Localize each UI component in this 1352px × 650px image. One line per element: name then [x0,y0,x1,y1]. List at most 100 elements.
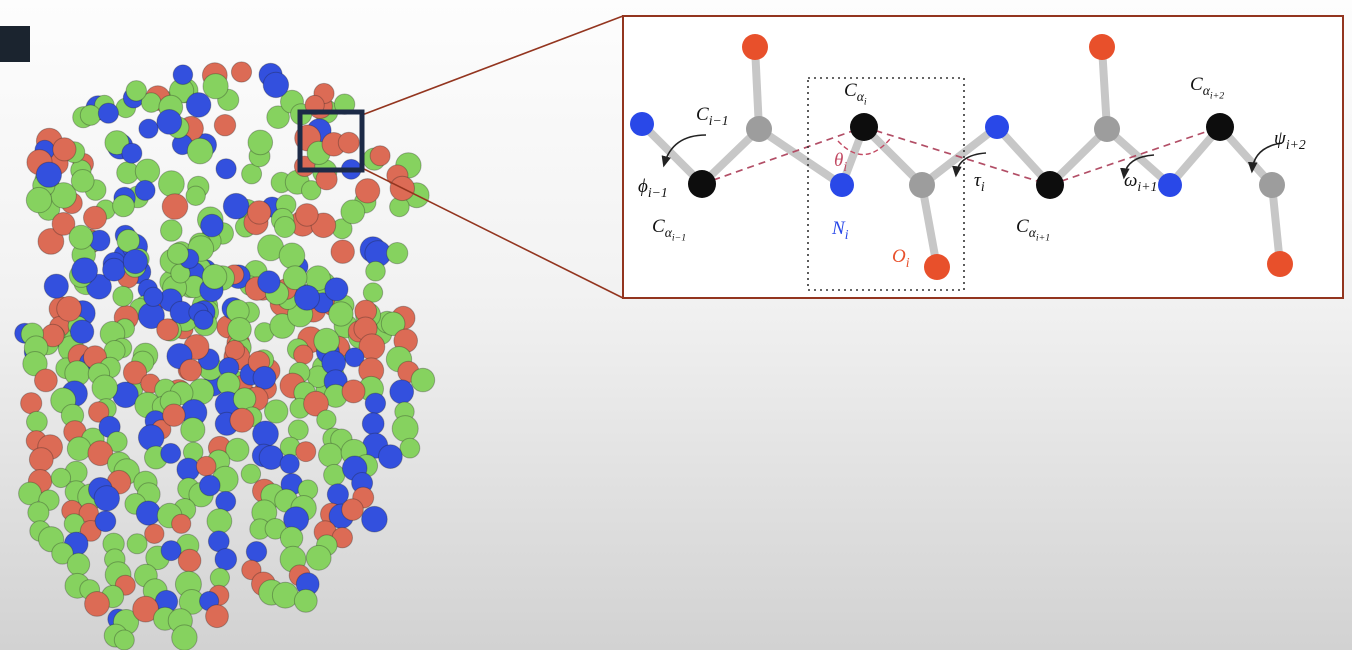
protein-sphere [316,409,337,430]
protein-sphere [258,445,284,470]
protein-sphere [79,104,102,126]
protein-sphere [364,392,387,414]
protein-sphere [341,379,366,404]
protein-sphere [201,263,228,290]
protein-sphere [156,109,183,135]
protein-sphere [324,277,349,302]
protein-sphere [166,242,189,265]
covalent-bond [638,120,706,188]
protein-sphere [399,437,421,459]
protein-sphere [25,186,53,214]
covalent-bond [1268,181,1284,268]
protein-sphere [186,137,214,165]
protein-sphere [293,344,314,365]
protein-sphere [305,544,332,571]
virtual-bond [863,126,1051,186]
protein-sphere [43,273,69,299]
protein-molecule [14,61,436,650]
protein-sphere [225,437,250,462]
protein-sphere [328,301,354,327]
protein-sphere [222,192,250,220]
label-n-i: Ni [832,218,849,242]
protein-sphere [380,311,406,337]
covalent-bond [1098,43,1111,133]
psi-rotation-arrow [1247,142,1283,174]
protein-sphere [378,444,403,470]
label-omega-i-plus-1: ωi+1 [1124,170,1158,194]
protein-sphere [94,510,117,533]
protein-sphere [156,318,180,342]
protein-sphere [341,498,364,521]
atom-carbon [1094,116,1120,142]
protein-sphere [361,412,385,436]
protein-sphere [51,212,76,236]
protein-sphere [79,520,102,542]
phi-rotation-arrow [661,134,707,168]
protein-sphere [273,216,296,238]
protein-sphere [50,467,72,489]
atom-oxygen [924,254,950,280]
protein-sphere [245,541,268,563]
protein-sphere [171,513,192,534]
protein-sphere [122,360,148,385]
atom-nitrogen [985,115,1009,139]
protein-sphere [71,257,98,285]
protein-sphere [143,286,164,307]
protein-sphere [386,242,409,265]
protein-sphere [410,367,436,393]
protein-sphere [230,61,253,83]
covalent-bond [755,125,846,189]
protein-sphere [26,410,48,433]
protein-sphere [279,453,300,474]
protein-sphere [282,265,308,291]
protein-sphere [293,588,318,613]
protein-sphere [66,436,92,462]
protein-sphere [106,431,128,453]
protein-sphere [91,374,118,401]
protein-sphere [97,102,120,124]
zoom-highlight-box [297,109,365,173]
protein-sphere [37,228,65,255]
covalent-bond [918,181,941,271]
protein-sphere [303,390,329,417]
protein-sphere [365,260,386,282]
protein-sphere [162,403,186,427]
atom-oxygen [742,34,768,60]
protein-sphere [361,505,388,533]
corner-marker [0,26,30,62]
protein-sphere [160,442,182,464]
covalent-bond [751,43,763,133]
protein-sphere [195,455,217,477]
protein-sphere [68,224,94,250]
atom-nitrogen [830,173,854,197]
protein-sphere [161,193,189,220]
label-tau-i: τi [974,170,985,194]
protein-sphere [22,351,48,377]
protein-sphere [391,415,419,443]
protein-sphere [206,508,233,534]
protein-sphere [252,365,277,390]
label-c-i-minus-1: Ci−1 [696,104,729,128]
protein-sphere [224,339,246,361]
protein-sphere [227,317,252,342]
label-c-alpha-i-plus-1: Cαi+1 [1016,216,1051,244]
tau-rotation-arrow [952,152,987,178]
omega-rotation-arrow [1120,154,1155,180]
protein-sphere [252,420,279,448]
protein-sphere [134,179,156,201]
protein-sphere [323,463,346,487]
atom-alpha-carbon [1036,171,1064,199]
label-c-alpha-i-plus-2: Cαi+2 [1190,74,1225,102]
protein-sphere [52,137,77,162]
protein-sphere [301,180,322,201]
protein-sphere [176,457,200,482]
protein-sphere [318,442,343,468]
protein-sphere [125,80,148,102]
protein-sphere [241,163,263,185]
protein-sphere [34,368,58,393]
protein-sphere [134,158,161,184]
protein-sphere [87,440,114,467]
protein-sphere [200,213,224,238]
